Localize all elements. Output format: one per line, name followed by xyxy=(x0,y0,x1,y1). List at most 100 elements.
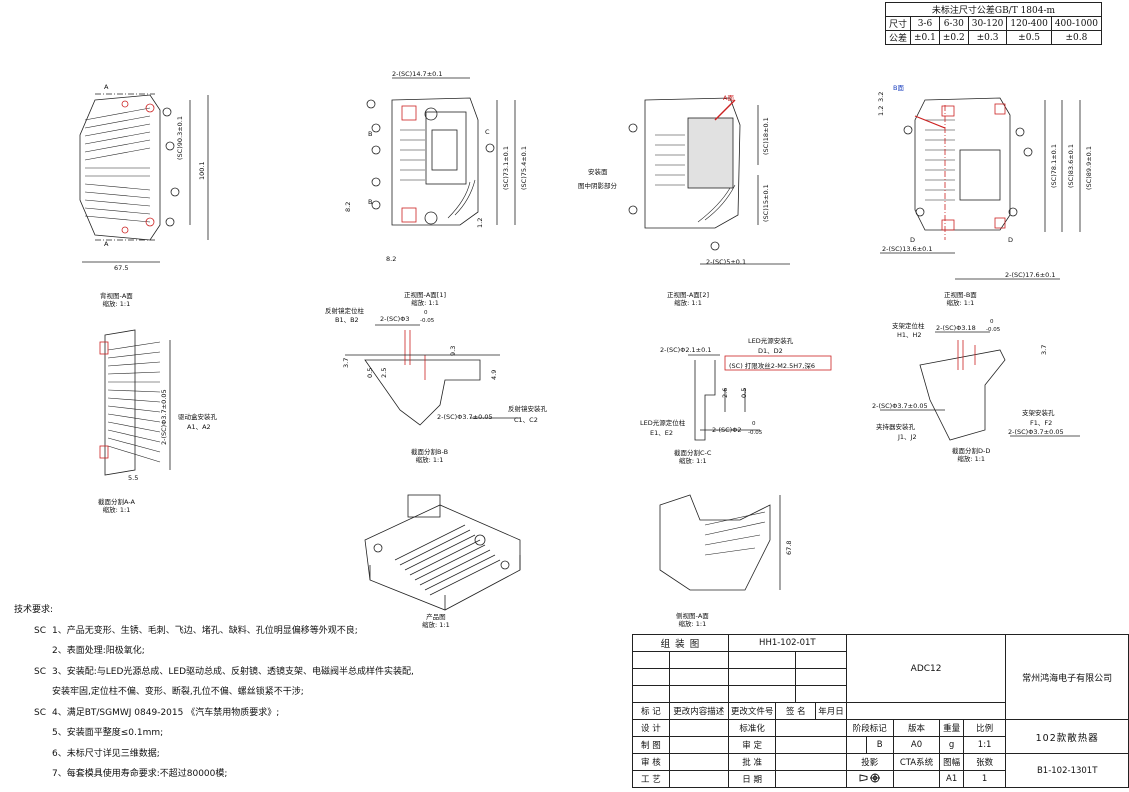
tolerance-size-row: 尺寸 3-6 6-30 30-120 120-400 400-1000 xyxy=(884,16,1102,31)
secA-note: 驱动盒安装孔 xyxy=(178,413,217,421)
secD-note: F1、F2 xyxy=(1030,419,1053,427)
mount-note: 安装面 xyxy=(588,168,608,176)
view-caption: 正视图-B面缩放: 1:1 xyxy=(944,291,977,307)
weight-value: g xyxy=(939,736,964,754)
projection-label: 投影 xyxy=(845,753,894,771)
tolerance-title: 未标注尺寸公差GB/T 1804-m xyxy=(885,2,1102,17)
draw-label: 制 图 xyxy=(632,736,670,754)
dim-label: 2-(SC)Φ2 xyxy=(712,426,742,434)
dim-label: 0.5 xyxy=(366,367,374,378)
view-scale: 缩放: 1:1 xyxy=(102,506,131,514)
requirements-heading: 技术要求: xyxy=(14,605,54,615)
section-mark: B xyxy=(368,198,373,206)
view-title: 正视图-B面 xyxy=(944,291,977,299)
title-block: 组 装 图 HH1-102-01T ADC12 常州鸿海电子有限公司 标 记 更… xyxy=(632,634,1129,788)
secB-drawing xyxy=(345,324,520,426)
section-mark: C xyxy=(485,128,490,136)
dim-label: 8.2 xyxy=(386,255,397,263)
stage-label: 阶段标记 xyxy=(845,719,894,737)
front1-view-drawing xyxy=(366,77,516,226)
dim-label: 1.2 xyxy=(476,217,484,228)
view-scale: 缩放: 1:1 xyxy=(422,621,450,629)
dim-label: (SC)73.1±0.1 xyxy=(502,146,510,190)
view-title: 侧视图-A面 xyxy=(676,612,709,620)
section-mark: A xyxy=(104,240,109,248)
side-drawing xyxy=(659,494,781,591)
frontB-view-drawing xyxy=(880,97,1081,280)
view-title: 正视图-A面[2] xyxy=(667,291,709,299)
rev-header: 标 记 xyxy=(632,702,670,720)
hatch-note: 图中阴影部分 xyxy=(578,182,617,190)
approve-label: 批 准 xyxy=(727,753,777,771)
check-label: 审 核 xyxy=(632,753,670,771)
view-caption: 侧视图-A面缩放: 1:1 xyxy=(676,612,709,628)
dim-label: 2-(SC)Φ2.1±0.1 xyxy=(660,346,712,354)
view-title: 背视图-A面 xyxy=(100,292,133,300)
dim-label: 2.6 xyxy=(721,387,729,398)
cta-label: CTA系统 xyxy=(892,753,941,771)
design-label: 设 计 xyxy=(632,719,670,737)
tol-label: 公差 xyxy=(884,30,912,45)
dim-label: 0.5 xyxy=(740,387,748,398)
secA-note: A1、A2 xyxy=(187,423,211,431)
view-scale: 缩放: 1:1 xyxy=(957,455,986,463)
dim-label: (SC)89.9±0.1 xyxy=(1085,146,1093,190)
dim-tol: 0 xyxy=(990,319,994,325)
dim-label: (SC)78.1±0.1 xyxy=(1050,144,1058,188)
view-scale: 缩放: 1:1 xyxy=(411,299,439,307)
weight-label: 重量 xyxy=(939,719,964,737)
tol-cell: ±0.3 xyxy=(967,30,1008,45)
view-caption: 正视图-A面[1]缩放: 1:1 xyxy=(404,291,446,307)
range-cell: 6-30 xyxy=(938,16,969,31)
dim-label: 2-(SC)Φ3.7±0.05 xyxy=(872,402,928,410)
secB-note: C1、C2 xyxy=(514,416,538,424)
dim-tol: 0 xyxy=(424,310,428,316)
stage-value: B xyxy=(865,736,894,754)
view-scale: 缩放: 1:1 xyxy=(102,300,131,308)
view-title: 截面分割D-D xyxy=(952,447,991,455)
dim-label: (SC)15±0.1 xyxy=(762,184,770,222)
assembly-number: HH1-102-01T xyxy=(727,634,847,652)
dim-label: 2-(SC)Φ3.18 xyxy=(936,324,976,332)
requirement-item: 5、安装面平整度≤0.1mm; xyxy=(52,728,164,738)
drawing-number: B1-102-1301T xyxy=(1005,753,1129,788)
dim-tol: -0.05 xyxy=(420,318,435,324)
view-scale: 缩放: 1:1 xyxy=(946,299,975,307)
requirement-item: 7、每套模具使用寿命要求:不超过80000模; xyxy=(52,769,228,779)
size-label: 图幅 xyxy=(939,753,964,771)
sheets-label: 张数 xyxy=(962,753,1007,771)
secC-note: E1、E2 xyxy=(650,429,673,437)
rev-header: 签 名 xyxy=(775,702,817,720)
date-label: 日 期 xyxy=(727,770,777,788)
size-value: A1 xyxy=(939,770,964,788)
dim-label: 100.1 xyxy=(198,161,206,180)
back-view-drawing xyxy=(79,93,209,263)
dim-label: 8.2 xyxy=(344,201,352,212)
view-title: 产品图 xyxy=(426,613,446,621)
thread-note: (SC) 打限攻丝2-M2.5H7,深6 xyxy=(729,362,815,370)
a-face-label: A面 xyxy=(723,94,734,102)
b-face-label: B面 xyxy=(893,84,904,92)
dim-label: 2-(SC)17.6±0.1 xyxy=(1005,271,1056,279)
company-name: 常州鸿海电子有限公司 xyxy=(1005,634,1129,720)
dim-label: 5.5 xyxy=(128,474,139,482)
craft-label: 工 艺 xyxy=(632,770,670,788)
tol-cell: ±0.1 xyxy=(910,30,940,45)
section-mark: D xyxy=(910,236,916,244)
secA-drawing xyxy=(99,329,171,476)
secC-note: LED光源安装孔 xyxy=(748,337,794,345)
ratio-value: 1:1 xyxy=(962,736,1007,754)
view-caption: 正视图-A面[2]缩放: 1:1 xyxy=(667,291,709,307)
standard-label: 标准化 xyxy=(727,719,777,737)
secD-note: 支架定位柱 xyxy=(892,322,925,330)
secC-note: LED光源定位柱 xyxy=(640,419,686,427)
part-name: 102款散热器 xyxy=(1005,719,1129,754)
